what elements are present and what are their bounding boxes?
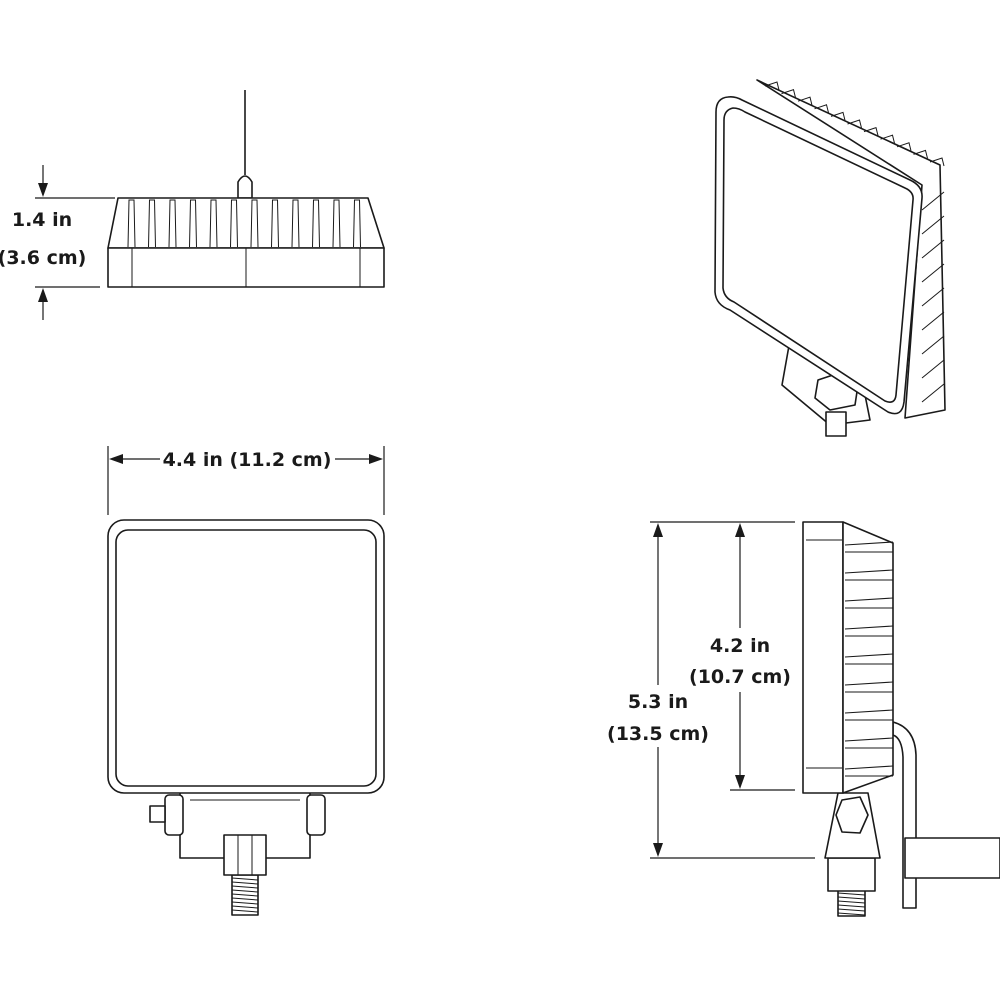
bolt [825,411,847,437]
fin [844,541,894,553]
side-screw [149,805,166,823]
width-label: 4.4 in (11.2 cm) [163,449,332,471]
bracket-knob-left [164,794,184,836]
fin [844,765,894,777]
fin [764,81,780,91]
fin [921,263,945,283]
nut [827,857,876,892]
thread-line [231,889,259,893]
fin [921,287,945,307]
thread-line [231,905,259,909]
lens [722,107,914,403]
fin [844,681,894,693]
fin [921,239,945,259]
body-height-cm-label: (10.7 cm) [689,666,791,688]
housing-back [756,79,946,419]
fin [921,215,945,235]
fin [291,199,300,248]
fin [127,199,136,248]
fin [230,199,238,248]
thread-line [837,900,866,904]
fin [896,142,912,151]
fin [781,88,796,98]
fin [921,191,945,211]
fin [168,199,177,248]
fin [844,625,894,637]
fin [863,126,879,136]
fin [844,709,894,721]
fin [844,569,894,581]
fin [189,199,197,248]
fin [250,199,259,248]
fin [332,199,341,248]
thread-line [231,877,259,881]
total-height-cm-label: (13.5 cm) [607,723,709,745]
fin [844,653,894,665]
fin [353,199,361,248]
thread-line [231,893,259,897]
body-height-inch-label: 4.2 in [710,635,770,657]
fin [830,111,846,121]
fin [921,359,945,379]
thread-line [837,912,866,916]
fin [913,149,928,159]
perspective-fins [764,81,945,403]
fin [880,134,895,144]
thread-line [231,901,259,905]
pivot-knob [835,796,869,834]
nut [223,834,267,876]
fin [814,104,829,113]
bolt-thread [837,892,866,916]
thread-line [231,885,259,889]
heatsink [842,521,894,794]
top-view: 1.4 in (3.6 cm) [0,90,385,320]
perspective-view [714,79,946,437]
thread-line [231,881,259,885]
fin [844,597,894,609]
lens [115,529,377,787]
thread-line [837,896,866,900]
fin [148,199,156,248]
l-bracket [892,721,917,909]
front-bezel [802,521,844,794]
mounting-surface [904,837,1000,879]
bolt-thread [231,877,259,913]
front-bezel [107,519,385,794]
thread-line [837,908,866,912]
side-view: 4.2 in (10.7 cm) 5.3 in (13.5 cm) [607,521,1000,917]
thread-line [231,909,259,913]
fin [312,199,320,248]
total-height-inch-label: 5.3 in [628,691,688,713]
fin [797,96,813,106]
heatsink-fins [127,199,361,248]
fin [929,157,945,167]
thread-line [837,892,866,896]
bracket-knob-right [306,794,326,836]
thread-line [231,897,259,901]
fin [921,383,945,403]
fin [844,737,894,749]
fin [271,199,279,248]
thread-line [837,904,866,908]
fin [921,311,945,331]
fin [847,119,862,129]
height-cm-label: (3.6 cm) [0,247,86,269]
height-inch-label: 1.4 in [12,209,72,231]
side-fins [844,541,894,777]
front-view: 4.4 in (11.2 cm) [107,446,385,916]
fin [209,199,218,248]
front-bezel [714,96,923,415]
fin [921,335,945,355]
cable-gland [237,175,253,199]
